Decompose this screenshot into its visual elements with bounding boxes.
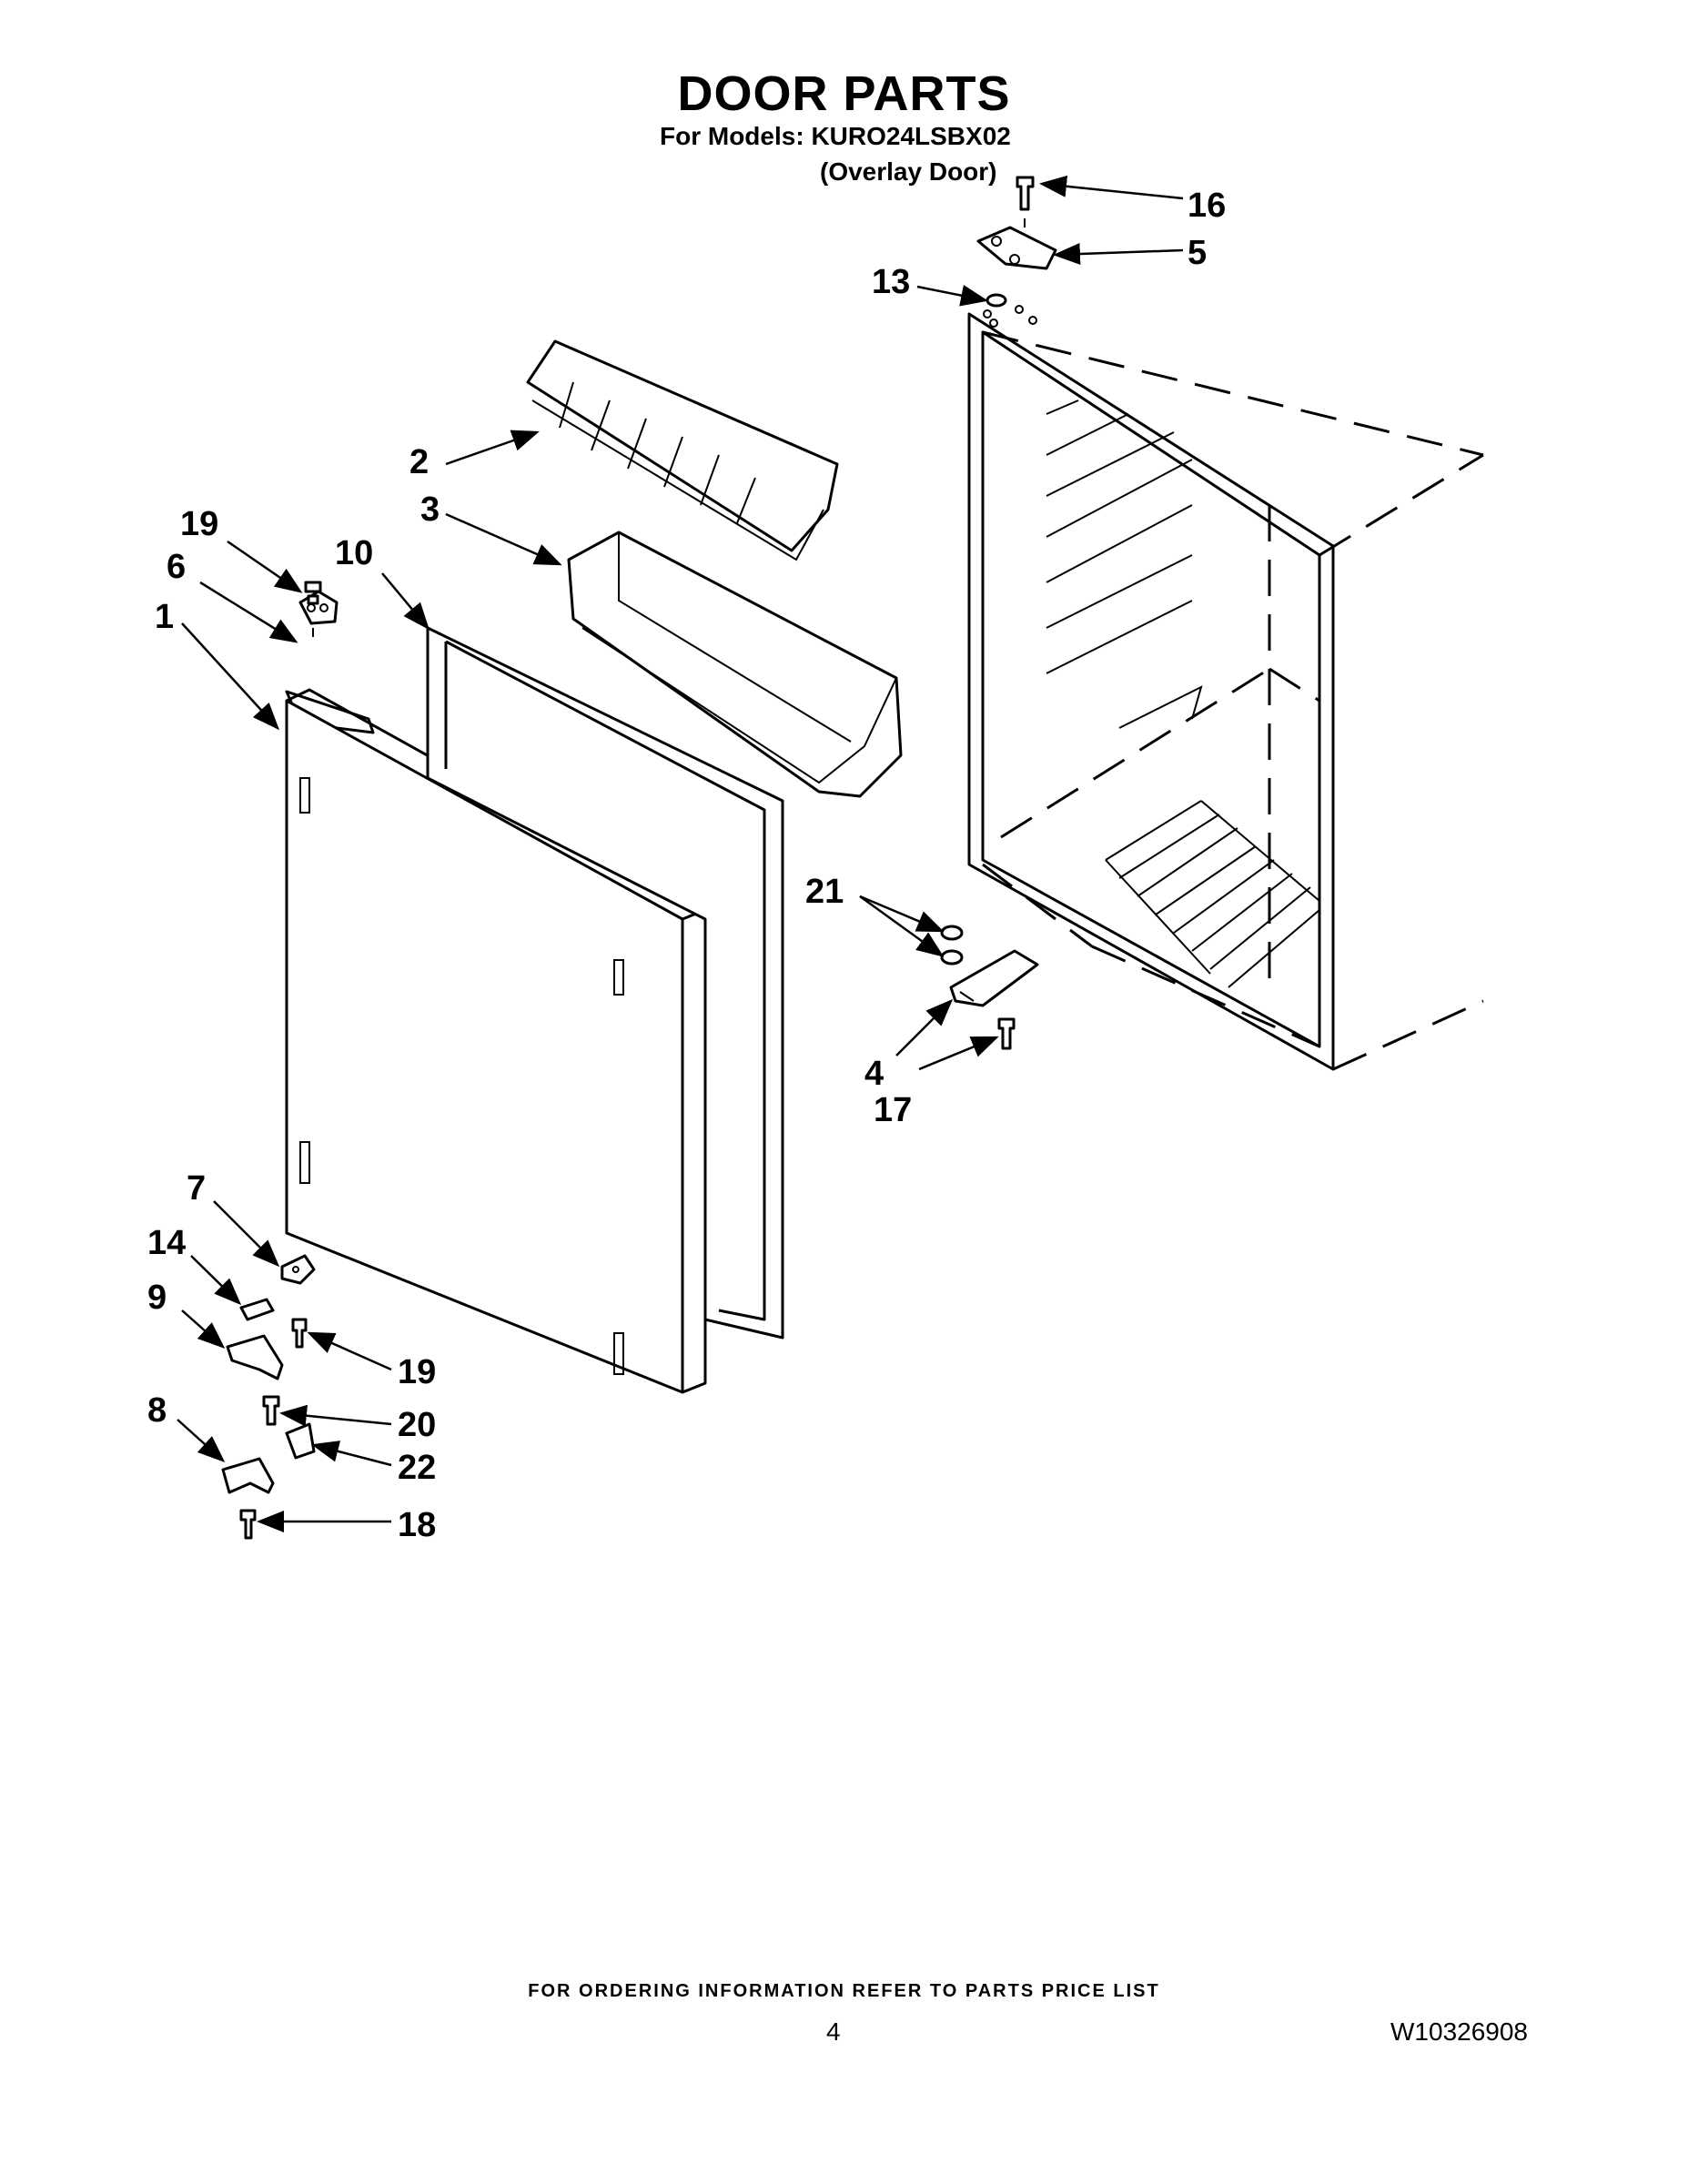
callout-19-top: 19 <box>180 505 218 543</box>
callout-13: 13 <box>872 263 910 301</box>
callout-21: 21 <box>805 873 844 911</box>
callout-1: 1 <box>155 598 174 636</box>
callout-19-bottom: 19 <box>398 1353 436 1391</box>
document-number: W10326908 <box>1390 2017 1529 2046</box>
door-panel <box>285 688 707 1394</box>
callout-16: 16 <box>1188 187 1226 225</box>
callout-10: 10 <box>335 534 373 572</box>
lower-door-hardware <box>221 1254 316 1540</box>
leader-arrows <box>177 175 1184 1532</box>
callout-2: 2 <box>409 443 429 481</box>
callout-14: 14 <box>147 1224 186 1262</box>
variant-line: (Overlay Door) <box>820 157 997 186</box>
callout-22: 22 <box>398 1449 436 1487</box>
door-bin <box>567 531 903 798</box>
upper-hinge <box>976 176 1057 328</box>
callout-4: 4 <box>864 1055 884 1093</box>
page-number: 4 <box>826 2017 841 2046</box>
callout-18: 18 <box>398 1506 436 1544</box>
page-title: DOOR PARTS <box>677 66 1011 121</box>
callout-8: 8 <box>147 1391 167 1430</box>
callout-6: 6 <box>167 548 186 586</box>
callout-3: 3 <box>420 490 440 529</box>
callout-17: 17 <box>874 1091 912 1129</box>
callout-5: 5 <box>1188 234 1207 272</box>
callout-20: 20 <box>398 1406 436 1444</box>
callout-7: 7 <box>187 1169 206 1208</box>
callout-labels: 16 5 13 2 3 19 10 6 1 21 4 17 7 14 9 19 … <box>147 187 1226 1544</box>
door-gasket <box>426 626 784 1340</box>
lower-hinge <box>940 925 1039 1050</box>
callout-9: 9 <box>147 1279 167 1317</box>
ordering-note: FOR ORDERING INFORMATION REFER TO PARTS … <box>528 1981 1160 2001</box>
door-top-hinge <box>298 581 339 637</box>
door-shelf-rail <box>526 339 839 561</box>
model-line: For Models: KURO24LSBX02 <box>660 122 1011 150</box>
cabinet <box>967 312 1484 1071</box>
